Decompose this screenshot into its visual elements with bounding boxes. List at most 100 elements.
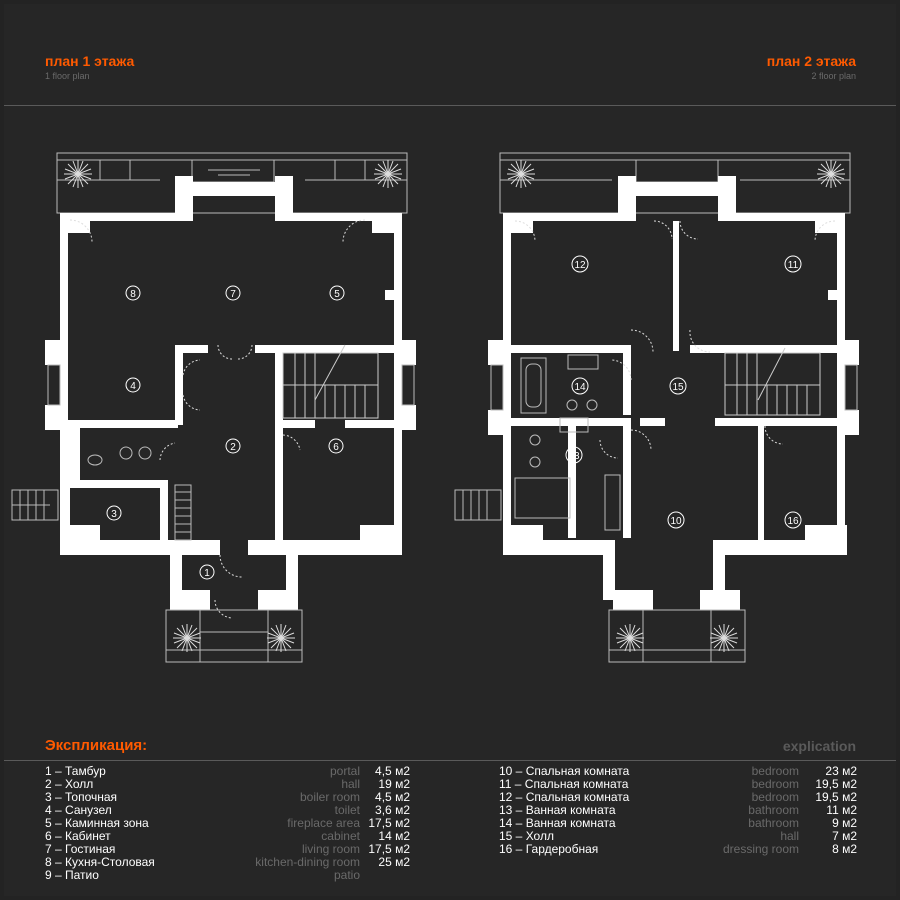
floor2-side-steps — [454, 489, 502, 521]
room-name-en: cabinet — [321, 829, 360, 843]
explication-title: Экспликация: — [45, 737, 148, 754]
room-number-2: 2 — [230, 442, 236, 453]
explication-row: 2 – Холл hall 19 м2 — [45, 778, 410, 791]
explication-row: 8 – Кухня-Столовая kitchen-dining room 25 … — [45, 856, 410, 869]
room-name-en: boiler room — [299, 790, 360, 804]
floor2-plan-subtitle: 2 floor plan — [811, 71, 856, 81]
room-area: 11 м2 — [826, 803, 857, 817]
floor2-stairs — [724, 347, 821, 416]
explication-row: 13 – Ванная комната bathroom 11 м2 — [499, 804, 857, 817]
room-name: 15 – Холл — [499, 829, 554, 843]
floor2-fixtures — [490, 354, 858, 531]
floor2-balcony — [608, 609, 746, 663]
floor1-doors — [69, 219, 366, 619]
room-name: 16 – Гардеробная — [499, 842, 599, 856]
room-number-14: 14 — [574, 382, 586, 393]
room-number-4: 4 — [130, 381, 136, 392]
explication-row: 12 – Спальная комната bedroom 19,5 м2 — [499, 791, 857, 804]
room-number-16: 16 — [787, 516, 799, 527]
floor1-walls — [45, 176, 416, 610]
header-divider — [4, 105, 896, 106]
explication-row: 11 – Спальная комната bedroom 19,5 м2 — [499, 778, 857, 791]
room-number-13: 13 — [568, 451, 580, 462]
floor1-plan-title: план 1 этажа — [45, 53, 135, 69]
explication-row: 10 – Спальная комната bedroom 23 м2 — [499, 765, 857, 778]
room-name-en: hall — [780, 829, 799, 843]
room-name-en: toilet — [334, 803, 360, 817]
floor2-walls — [488, 176, 859, 610]
floor2-plan: 10 11 12 13 14 15 16 — [454, 152, 859, 663]
explication-row: 9 – Патио patio — [45, 869, 410, 882]
room-number-3: 3 — [111, 509, 117, 520]
explication-row: 5 – Каминная зона fireplace area 17,5 м2 — [45, 817, 410, 830]
room-name-en: portal — [329, 764, 360, 778]
room-number-5: 5 — [334, 289, 340, 300]
room-area: 19,5 м2 — [815, 777, 857, 791]
floor1-room-markers — [106, 285, 345, 580]
room-number-6: 6 — [333, 442, 339, 453]
room-name-en: bedroom — [751, 764, 799, 778]
room-name: 2 – Холл — [45, 777, 94, 791]
room-name-en: living room — [301, 842, 360, 856]
room-area: 17,5 м2 — [368, 842, 410, 856]
floor1-fixtures — [47, 364, 415, 541]
room-name: 9 – Патио — [45, 868, 99, 882]
room-number-10: 10 — [670, 516, 682, 527]
explication-row: 15 – Холл hall 7 м2 — [499, 830, 857, 843]
room-area: 25 м2 — [378, 855, 410, 869]
room-name-en: fireplace area — [287, 816, 360, 830]
floor1-plan: 1 2 3 4 5 6 7 8 — [11, 152, 416, 663]
room-name-en: bathroom — [748, 816, 799, 830]
room-area: 4,5 м2 — [375, 790, 410, 804]
explication-row: 6 – Кабинет cabinet 14 м2 — [45, 830, 410, 843]
room-name: 7 – Гостиная — [45, 842, 116, 856]
room-name-en: patio — [333, 868, 360, 882]
floor2-doors — [514, 220, 836, 459]
room-name-en: bathroom — [748, 803, 799, 817]
room-number-1: 1 — [204, 568, 210, 579]
room-number-12: 12 — [574, 260, 586, 271]
explication-title-en: explication — [782, 738, 856, 754]
floor1-stairs — [282, 344, 379, 419]
explication-row: 3 – Топочная boiler room 4,5 м2 — [45, 791, 410, 804]
room-name: 11 – Спальная комната — [499, 777, 629, 791]
floor2-room-markers — [565, 255, 802, 529]
floor1-patio — [165, 609, 303, 663]
legend-divider — [4, 760, 896, 761]
room-area: 17,5 м2 — [368, 816, 410, 830]
room-area: 19,5 м2 — [815, 790, 857, 804]
room-number-11: 11 — [788, 260, 799, 271]
room-name-en: bedroom — [751, 790, 799, 804]
room-number-15: 15 — [672, 382, 684, 393]
room-area: 19 м2 — [378, 777, 410, 791]
room-name: 5 – Каминная зона — [45, 816, 149, 830]
room-name: 1 – Тамбур — [45, 764, 106, 778]
room-name: 12 – Спальная комната — [499, 790, 630, 804]
room-name-en: hall — [341, 777, 360, 791]
room-name: 10 – Спальная комната — [499, 764, 630, 778]
room-number-7: 7 — [230, 289, 236, 300]
floor1-top-terrace — [56, 152, 408, 214]
room-name: 3 – Топочная — [45, 790, 118, 804]
room-area: 3,6 м2 — [375, 803, 410, 817]
room-area: 14 м2 — [378, 829, 410, 843]
room-area: 7 м2 — [832, 829, 857, 843]
room-name-en: kitchen-dining room — [255, 855, 360, 869]
room-name: 8 – Кухня-Столовая — [45, 855, 155, 869]
room-name-en: bedroom — [751, 777, 799, 791]
room-name: 6 – Кабинет — [45, 829, 111, 843]
room-name: 4 – Санузел — [45, 803, 112, 817]
room-name-en: dressing room — [722, 842, 799, 856]
explication-row: 4 – Санузел toilet 3,6 м2 — [45, 804, 410, 817]
explication-row: 7 – Гостиная living room 17,5 м2 — [45, 843, 410, 856]
room-area: 9 м2 — [832, 816, 857, 830]
room-area: 23 м2 — [825, 764, 857, 778]
room-name: 13 – Ванная комната — [499, 803, 616, 817]
floor1-plan-subtitle: 1 floor plan — [45, 71, 90, 81]
